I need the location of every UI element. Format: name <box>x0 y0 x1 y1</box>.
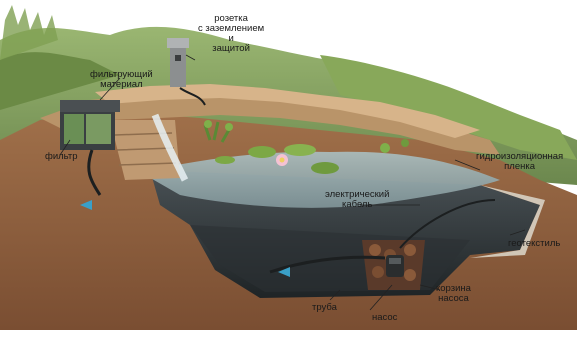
label-filter-material: фильтрующий материал <box>90 70 153 90</box>
water-lily-icon <box>276 154 288 166</box>
outlet-icon <box>167 38 189 87</box>
label-outlet: розетка с заземлением и защитой <box>198 14 264 54</box>
label-filter: фильтр <box>45 152 78 162</box>
label-electric-cable: электрический кабель <box>325 190 389 210</box>
label-pump: насос <box>372 313 397 323</box>
label-waterproof-film: гидроизоляционная пленка <box>476 152 563 172</box>
label-geotextile: геотекстиль <box>508 239 560 249</box>
label-pipe: труба <box>312 303 337 313</box>
pump-icon <box>386 255 404 277</box>
filter-box-icon <box>60 100 120 150</box>
label-pump-basket: корзина насоса <box>436 284 471 304</box>
